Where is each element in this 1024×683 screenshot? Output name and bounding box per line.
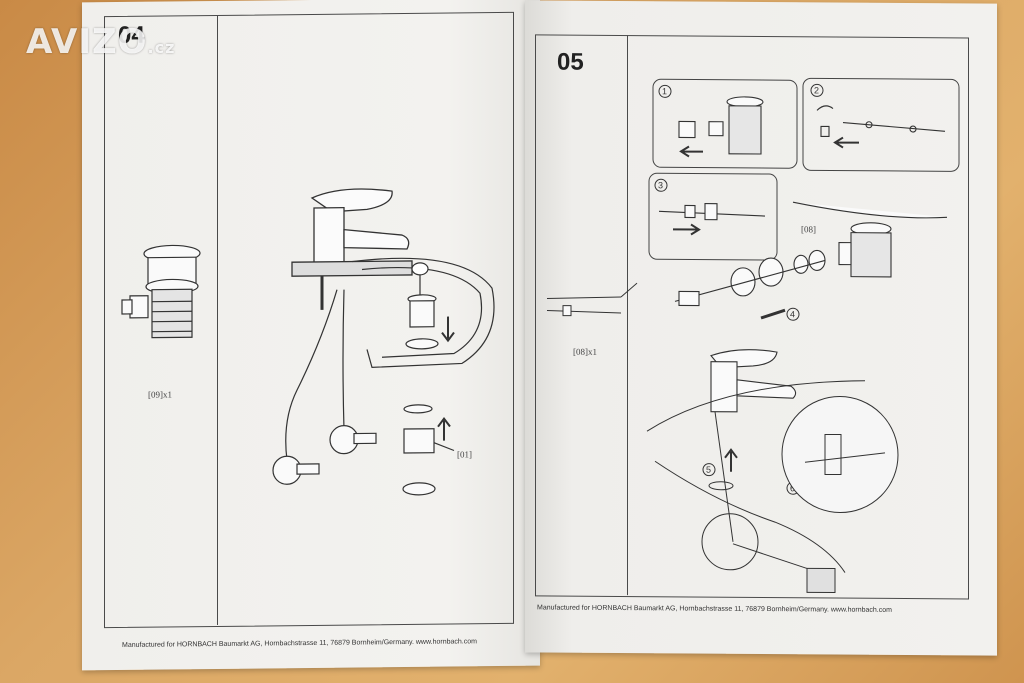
substep-marker-4: 4 <box>790 309 795 319</box>
substep-marker-2: 2 <box>814 85 819 95</box>
substep-box-3 <box>648 172 778 261</box>
faucet-icon <box>291 188 413 310</box>
basin-icon <box>351 257 495 368</box>
substep-marker-1: 1 <box>662 86 667 96</box>
manual-page-left: 04 [09]x1 [01] Manufactured for HORNBACH… <box>82 0 540 671</box>
step-05-illustration: 1 2 3 4 5 6 <box>546 77 960 594</box>
drain-exploded-icon <box>674 201 948 320</box>
faucet-icon <box>710 349 797 413</box>
substep-box-1 <box>652 78 798 169</box>
substep-box-2 <box>802 77 960 172</box>
manual-page-right: 05 [08]x1 [08] Manufactured for HORNBACH… <box>525 0 997 656</box>
step-04-illustration <box>121 188 495 496</box>
drain-assembly-icon <box>402 294 455 496</box>
pull-rod-part-icon <box>546 282 638 317</box>
substep-marker-3: 3 <box>658 180 663 190</box>
supply-hose-icon <box>272 289 377 485</box>
watermark-brand: AVIZO <box>26 22 148 62</box>
substep-marker-5: 5 <box>706 465 711 475</box>
basin-cutaway-icon <box>646 380 899 594</box>
drain-plug-icon <box>121 244 201 339</box>
drain-body-icon <box>678 96 764 158</box>
watermark-tld: .cz <box>147 38 176 57</box>
pull-rod-icon <box>816 105 946 149</box>
rod-clamp-icon <box>658 203 766 236</box>
avizo-watermark-logo: AVIZO.cz <box>26 22 175 62</box>
